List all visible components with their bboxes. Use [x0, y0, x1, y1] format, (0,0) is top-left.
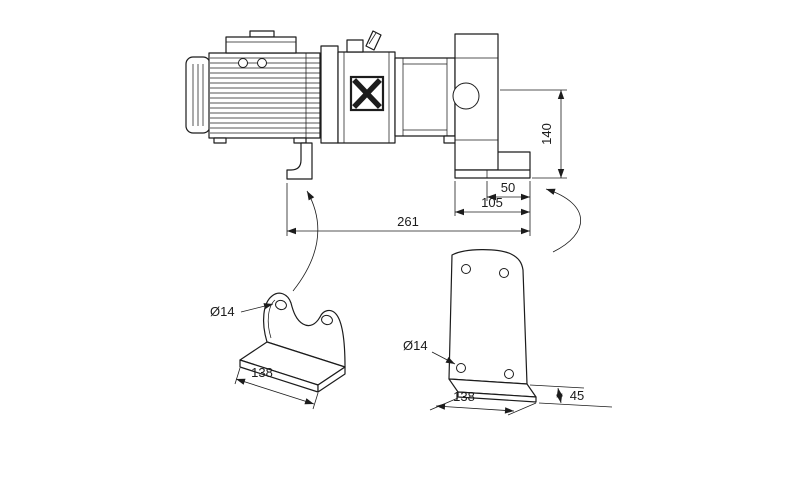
- terminal-box: [225, 36, 297, 54]
- plate-hole-top-right: [499, 268, 509, 278]
- chamber-shell: [394, 57, 456, 137]
- dimension-line-138-left: [235, 378, 315, 405]
- plate-hole-top-left: [461, 264, 471, 274]
- motor-eyelet-left: [238, 58, 248, 68]
- motor-bracket-view: [239, 292, 346, 393]
- leader-dia14-right: [431, 351, 456, 365]
- extension-lines-138-left: [234, 367, 319, 410]
- plate-hole-bottom-right: [504, 369, 514, 379]
- extension-lines-140: [500, 89, 567, 179]
- vent-plug-detail: [368, 32, 377, 45]
- chamber-rings: [402, 58, 448, 136]
- terminal-box-lid: [249, 30, 275, 38]
- motor-stool: [320, 45, 339, 144]
- dim-label-105: 105: [481, 195, 503, 210]
- drain-plug: [443, 135, 457, 144]
- dimension-140: 140: [500, 89, 567, 179]
- vent-plug: [365, 30, 382, 51]
- bracket-upright: [262, 292, 346, 368]
- dimension-dia14-right: Ø14: [403, 338, 456, 365]
- dim-label-dia14-left: Ø14: [210, 304, 235, 319]
- dim-label-138-left: 138: [251, 365, 273, 380]
- dim-label-dia14-right: Ø14: [403, 338, 428, 353]
- pump-head-flanges: [343, 52, 390, 143]
- leader-dia14-left: [240, 303, 274, 313]
- flange-foot-plate: [454, 169, 531, 179]
- chamber-sleeve: [394, 57, 457, 144]
- bracket-hole-right: [321, 314, 333, 326]
- dim-label-140: 140: [539, 123, 554, 145]
- flange-port-hole: [452, 82, 480, 110]
- dimension-105: 105: [454, 181, 530, 216]
- priming-plug: [346, 39, 364, 53]
- dim-label-261: 261: [397, 214, 419, 229]
- leader-arrow-left: [292, 190, 319, 292]
- flange-bracket-view: [448, 249, 537, 403]
- dim-label-138-right: 138: [453, 389, 475, 404]
- mounting-flange: [452, 33, 531, 179]
- dim-label-50: 50: [501, 180, 515, 195]
- leader-arrow-right: [545, 188, 581, 253]
- brand-x-icon: [352, 78, 382, 109]
- bracket-plate: [448, 249, 528, 385]
- dimension-line-138-right: [435, 403, 515, 414]
- bracket-hole-left: [275, 299, 287, 311]
- flange-foot-gusset: [498, 151, 531, 170]
- motor-foot-right: [293, 137, 307, 144]
- dimension-dia14-left: Ø14: [210, 303, 274, 319]
- bracket-thickness-line: [267, 299, 276, 339]
- flange-bend-lines: [455, 57, 498, 141]
- dimension-45: 45: [529, 384, 613, 408]
- brand-badge: [349, 75, 385, 112]
- bracket-base-side: [317, 366, 346, 393]
- dimension-line-45: [556, 387, 563, 404]
- motor: [185, 30, 321, 144]
- bracket-foot-front: [457, 391, 537, 403]
- motor-eyelet-right: [257, 58, 267, 68]
- dimension-138-left: 138: [234, 365, 319, 410]
- dimension-50: 50: [486, 180, 531, 236]
- dimension-138-right: 138: [429, 389, 537, 416]
- extension-lines-45: [529, 384, 613, 408]
- plate-hole-bottom-left: [456, 363, 466, 373]
- pump-head: [320, 30, 396, 144]
- dimension-261: 261: [286, 183, 530, 236]
- pump-foot-bracket: [286, 142, 313, 180]
- dim-label-45: 45: [570, 388, 584, 403]
- pump-assembly: [185, 30, 531, 180]
- motor-foot-left: [213, 137, 227, 144]
- fan-cover-slots: [192, 64, 204, 126]
